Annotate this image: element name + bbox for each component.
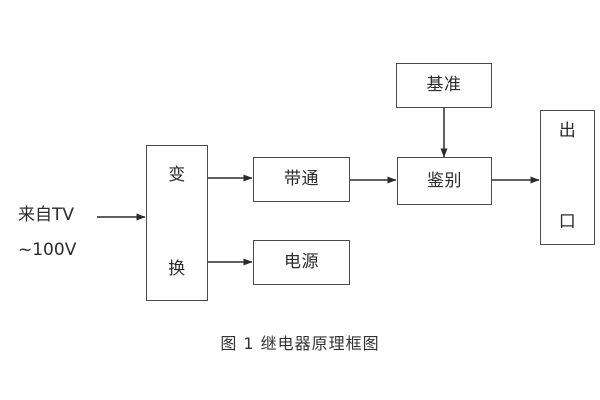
- block-output-label: 出 口: [550, 87, 585, 268]
- block-convert-label: 变 换: [159, 132, 194, 315]
- figure-caption: 图 1 继电器原理框图: [220, 334, 380, 353]
- block-convert[interactable]: 变 换: [146, 145, 208, 301]
- block-output[interactable]: 出 口: [540, 110, 595, 245]
- block-reference[interactable]: 基准: [396, 63, 492, 108]
- input-source-label-line2: ~100V: [18, 240, 77, 260]
- block-bandpass-label: 带通: [284, 169, 319, 190]
- block-convert-label-char2: 换: [168, 258, 186, 279]
- input-source-label-line1: 来自TV: [18, 205, 75, 225]
- block-discriminate[interactable]: 鉴别: [397, 157, 492, 205]
- block-output-label-char2: 口: [558, 212, 577, 233]
- block-discriminate-label: 鉴别: [427, 170, 462, 191]
- block-reference-label: 基准: [426, 75, 462, 96]
- block-power-supply-label: 电源: [284, 252, 319, 273]
- block-convert-label-char1: 变: [168, 165, 186, 186]
- block-output-label-char1: 出: [558, 120, 577, 141]
- block-power-supply[interactable]: 电源: [253, 240, 350, 285]
- block-bandpass[interactable]: 带通: [253, 157, 350, 202]
